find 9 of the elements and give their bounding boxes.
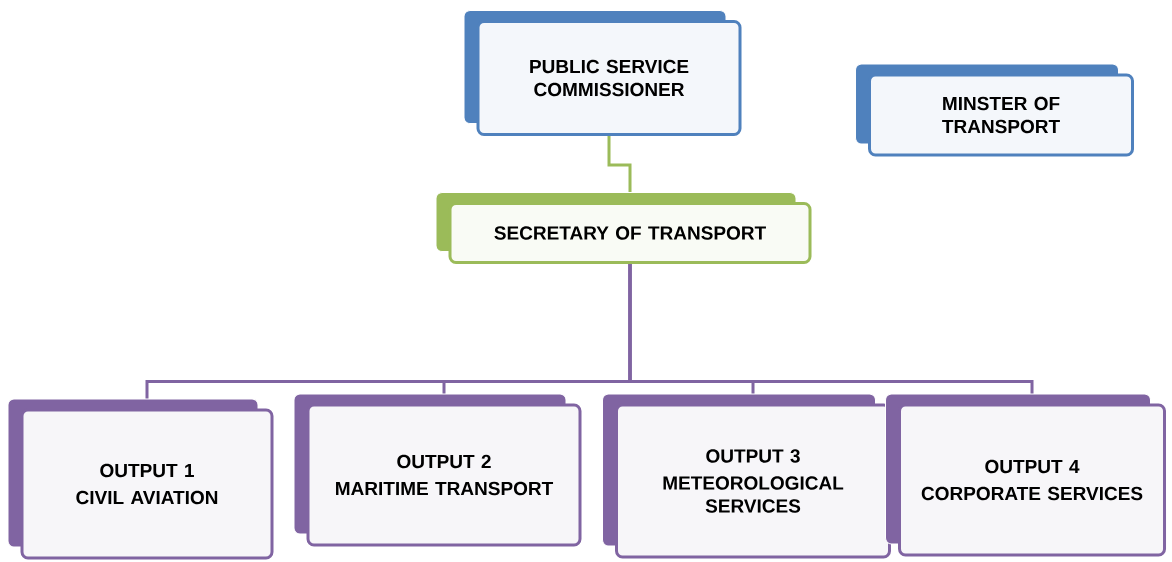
- connector-line: [628, 264, 1034, 394]
- connector-line: [607, 136, 632, 192]
- org-box: MINSTER OF TRANSPORT: [855, 63, 1134, 157]
- org-box: SECRETARY OF TRANSPORT: [435, 192, 812, 264]
- org-box: OUTPUT 1 CIVIL AVIATION: [7, 398, 274, 560]
- org-box: OUTPUT 3 METEOROLOGICAL SERVICES: [602, 393, 891, 559]
- org-box: OUTPUT 4 CORPORATE SERVICES: [885, 393, 1166, 557]
- org-box: OUTPUT 2 MARITIME TRANSPORT: [293, 393, 582, 547]
- org-box: PUBLIC SERVICE COMMISSIONER: [463, 10, 742, 136]
